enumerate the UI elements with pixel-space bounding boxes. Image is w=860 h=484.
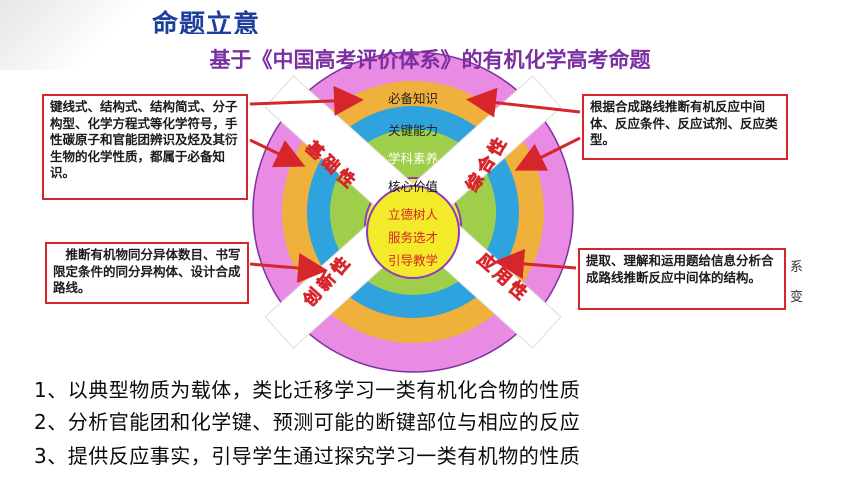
center-disc (366, 185, 460, 279)
ring-label-fourth: 核心价值 (388, 179, 438, 194)
arrow-bottom-right (494, 248, 577, 279)
decorative-corner (0, 0, 140, 70)
main-title: 基于《中国高考评价体系》的有机化学高考命题 (209, 48, 651, 72)
callout-bottom-left: 推断有机物同分异体数目、书写限定条件的同分异构体、设计合成路线。 (45, 242, 249, 304)
point-item: 2、分析官能团和化学键、预测可能的断键部位与相应的反应 (34, 410, 581, 434)
center-line-1: 立德树人 (388, 207, 439, 222)
arrow-top-right (466, 87, 581, 118)
slide-heading: 命题立意 (152, 10, 261, 34)
ring-label-third: 学科素养 (388, 151, 438, 166)
arrow-top-right-2 (514, 136, 581, 171)
arrow-top-left (249, 138, 306, 168)
ring-label-outer: 必备知识 (388, 91, 438, 106)
arrow-top-left-2 (249, 85, 364, 116)
point-item: 3、提供反应事实，引导学生通过探究学习一类有机物的性质 (34, 444, 581, 468)
callout-bottom-right: 提取、理解和运用题给信息分析合成路线推断反应中间体的结构。 (578, 248, 786, 310)
side-char: 变 (790, 290, 804, 305)
ring-label-second: 关键能力 (388, 123, 438, 138)
arrow-bottom-left (249, 253, 328, 283)
side-char: 系 (790, 260, 804, 275)
center-line-2: 服务选才 (388, 230, 438, 245)
point-item: 1、以典型物质为载体，类比迁移学习一类有机化合物的性质 (34, 378, 581, 402)
callout-top-left: 键线式、结构式、结构简式、分子构型、化学方程式等化学符号，手性碳原子和官能团辨识… (42, 94, 248, 200)
center-line-3: 引导教学 (388, 253, 438, 268)
callout-top-right: 根据合成路线推断有机反应中间体、反应条件、反应试剂、反应类型。 (582, 94, 788, 160)
